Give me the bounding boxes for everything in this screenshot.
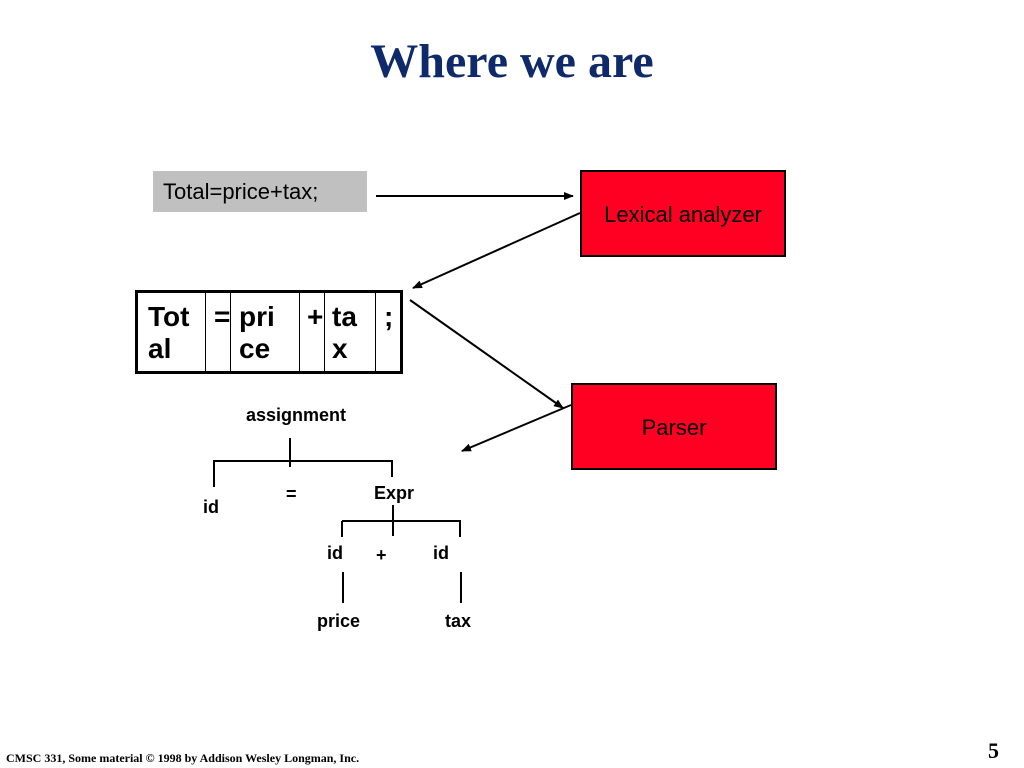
token-text: pri bbox=[239, 301, 275, 332]
token-cell: = bbox=[206, 293, 231, 371]
token-cell: ; bbox=[376, 293, 400, 371]
token-text: ; bbox=[384, 301, 394, 332]
tree-node-equals: = bbox=[286, 484, 297, 504]
footer-credit: CMSC 331, Some material © 1998 by Addiso… bbox=[6, 751, 360, 765]
tree-node-assignment: assignment bbox=[246, 405, 347, 425]
token-cell: ta x bbox=[325, 293, 376, 371]
token-text: ce bbox=[239, 333, 271, 364]
tree-node-plus: + bbox=[376, 545, 387, 565]
token-cell: pri ce bbox=[231, 293, 300, 371]
slide-title: Where we are bbox=[370, 35, 654, 88]
tree-node-left-id: id bbox=[327, 543, 343, 563]
source-code-box: Total=price+tax; bbox=[153, 171, 367, 212]
tree-node-expr: Expr bbox=[374, 483, 415, 503]
token-text: al bbox=[148, 333, 172, 364]
token-text: x bbox=[332, 333, 348, 364]
token-text: ta bbox=[332, 301, 357, 332]
token-text: Tot bbox=[148, 301, 190, 332]
tree-node-id: id bbox=[203, 497, 219, 517]
token-cell: + bbox=[300, 293, 325, 371]
arrow-lexer-to-tokens bbox=[412, 212, 581, 289]
arrow-parser-to-tree bbox=[461, 404, 572, 452]
page-number: 5 bbox=[988, 738, 999, 763]
token-cell: Tot al bbox=[138, 293, 206, 371]
token-text: + bbox=[307, 301, 324, 332]
lexical-analyzer-box: Lexical analyzer bbox=[580, 170, 786, 257]
tree-node-right-id: id bbox=[433, 543, 449, 563]
token-text: = bbox=[214, 301, 231, 332]
tree-leaf-price: price bbox=[317, 611, 361, 631]
token-stream: Tot al = pri ce + ta x ; bbox=[135, 290, 403, 374]
tree-leaf-tax: tax bbox=[445, 611, 472, 631]
arrow-tokens-to-parser bbox=[409, 299, 564, 409]
parser-box: Parser bbox=[571, 383, 777, 470]
